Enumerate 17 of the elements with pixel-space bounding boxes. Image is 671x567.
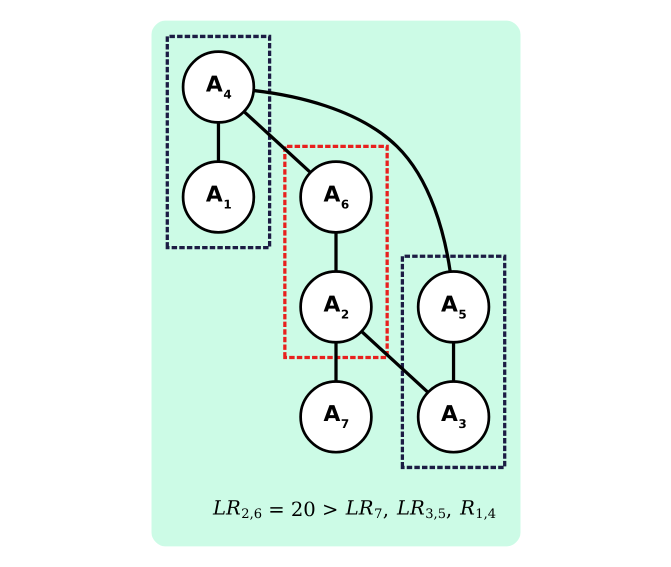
node-circle: A$_{1}$ (181, 160, 255, 234)
connector (216, 122, 220, 162)
connector (334, 342, 338, 382)
cluster (165, 34, 271, 250)
node-circle: A$_{4}$ (181, 50, 255, 124)
connector (242, 110, 311, 174)
node-circle: A$_{6}$ (298, 160, 372, 234)
cluster (282, 144, 388, 360)
connector (334, 232, 338, 272)
node-circle: A$_{3}$ (416, 380, 490, 454)
cluster (400, 254, 506, 470)
node-circle: A$_{7}$ (298, 380, 372, 454)
connector (252, 88, 452, 272)
node-circle: A$_{2}$ (298, 270, 372, 344)
cluster (151, 20, 520, 546)
node-circle: A$_{5}$ (416, 270, 490, 344)
connector (451, 342, 455, 382)
